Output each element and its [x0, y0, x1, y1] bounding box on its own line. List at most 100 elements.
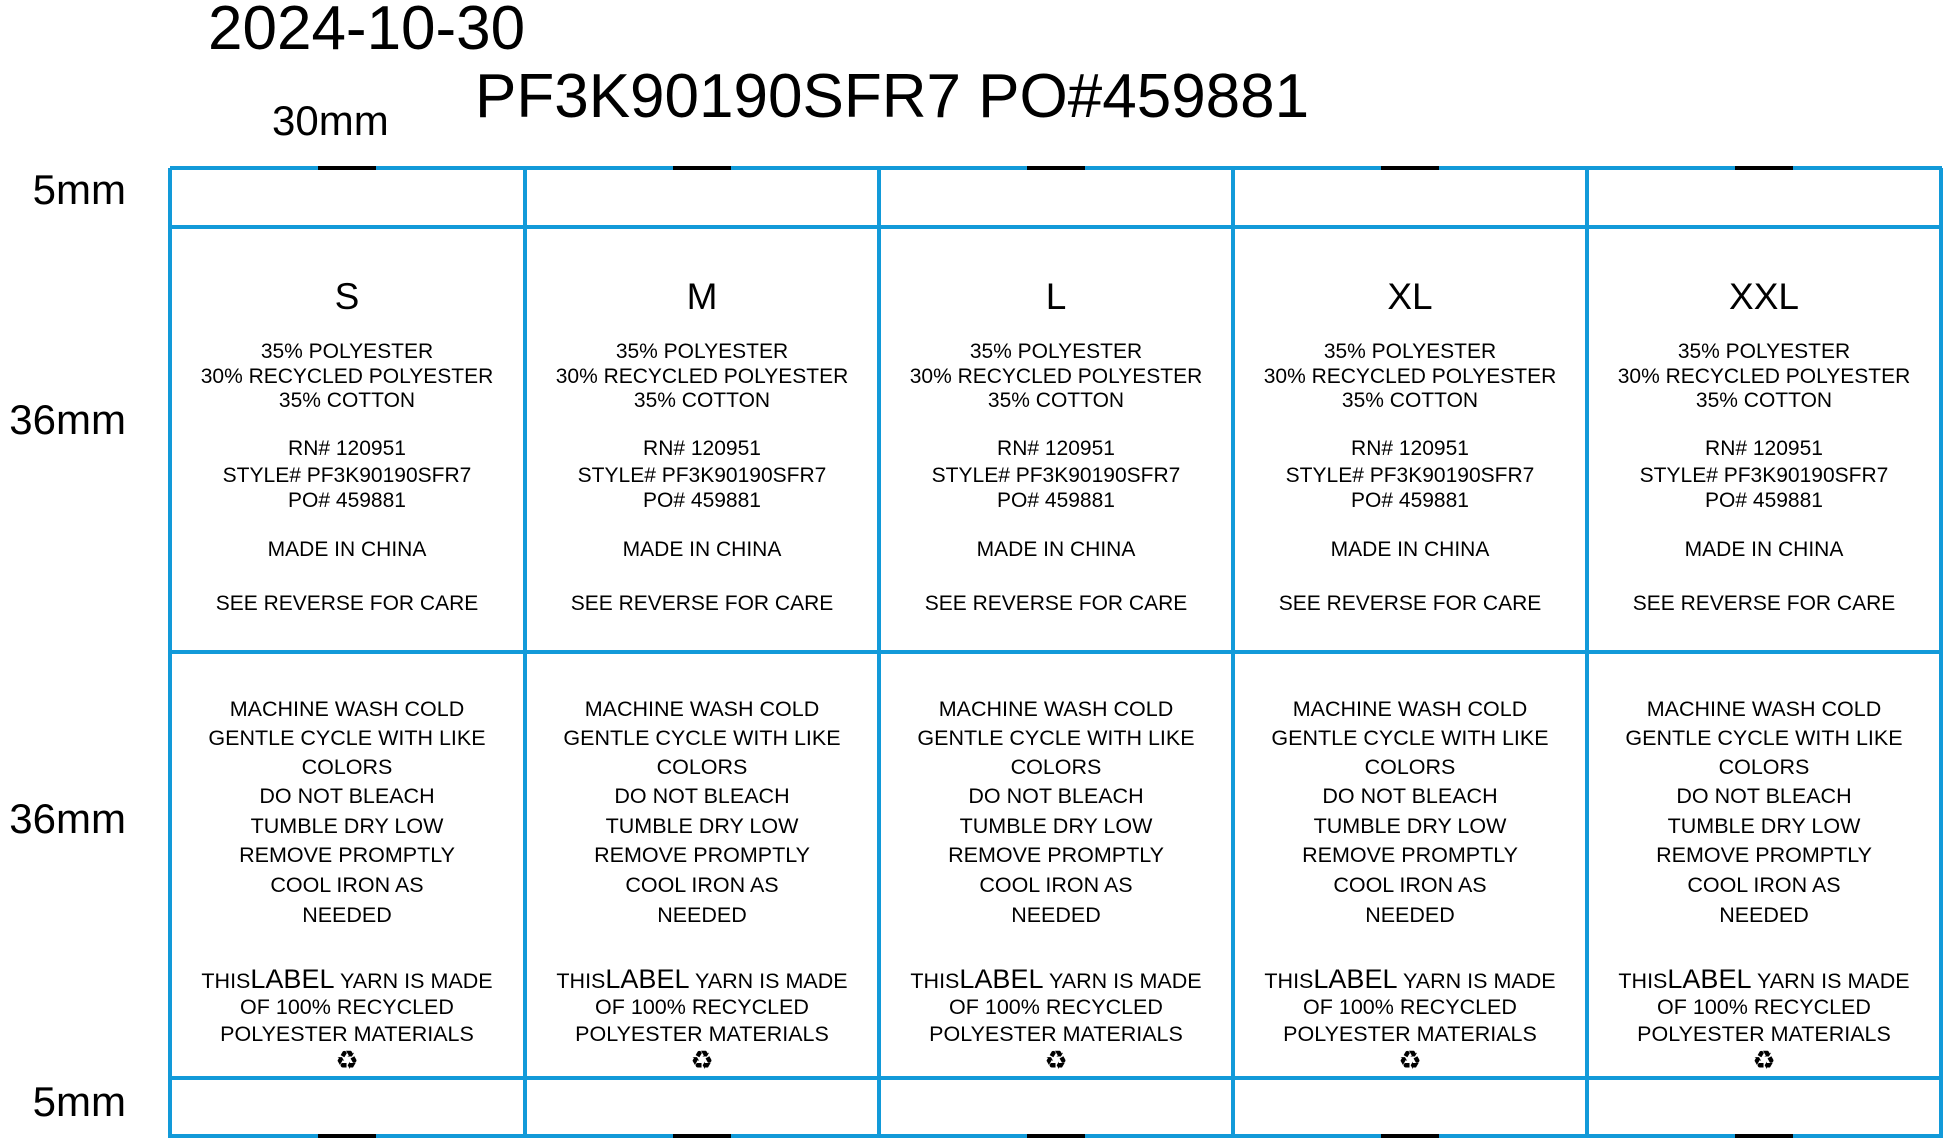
cut-mark-bottom: [318, 1134, 376, 1138]
care-line: TUMBLE DRY LOW: [250, 814, 444, 838]
rn-number: RN# 120951: [997, 437, 1115, 460]
care-line: DO NOT BLEACH: [1322, 784, 1498, 808]
po-number: PO# 459881: [288, 489, 406, 512]
size-label-s: S 35% POLYESTER 30% RECYCLED POLYESTER 3…: [170, 166, 524, 1138]
size: M: [686, 276, 718, 317]
care-line: GENTLE CYCLE WITH LIKE: [1271, 726, 1549, 750]
eco-statement-line: THISLABEL YARN IS MADE: [879, 965, 1233, 995]
style-number: STYLE# PF3K90190SFR7: [222, 464, 472, 487]
style-number: STYLE# PF3K90190SFR7: [931, 464, 1181, 487]
side-label-top: 5mm: [32, 166, 126, 213]
fold-line-middle: [170, 650, 1942, 654]
composition-line: 30% RECYCLED POLYESTER: [909, 365, 1203, 388]
composition-line: 35% POLYESTER: [969, 340, 1143, 363]
composition-line: 35% COTTON: [1695, 389, 1833, 412]
eco-label-word: LABEL: [959, 964, 1044, 994]
po-number: PO# 459881: [997, 489, 1115, 512]
see-reverse-note: SEE REVERSE FOR CARE: [1278, 592, 1542, 615]
care-line: COLORS: [1718, 755, 1810, 779]
eco-rest: YARN IS MADE: [689, 969, 848, 993]
cut-mark-bottom: [673, 1134, 731, 1138]
column-divider: [1939, 168, 1943, 1138]
composition-line: 30% RECYCLED POLYESTER: [1617, 365, 1911, 388]
style-po-code: PF3K90190SFR7 PO#459881: [475, 62, 1310, 131]
care-line: MACHINE WASH COLD: [1292, 697, 1528, 721]
cut-mark-bottom: [1381, 1134, 1439, 1138]
care-line: TUMBLE DRY LOW: [959, 814, 1153, 838]
column-divider: [1231, 168, 1235, 1138]
composition-line: 35% POLYESTER: [1323, 340, 1497, 363]
composition-line: 35% POLYESTER: [260, 340, 434, 363]
eco-statement-line: THISLABEL YARN IS MADE: [525, 965, 879, 995]
care-line: REMOVE PROMPTLY: [948, 843, 1164, 867]
care-line: TUMBLE DRY LOW: [1667, 814, 1861, 838]
care-line: NEEDED: [1719, 903, 1809, 927]
eco-statement-line: THISLABEL YARN IS MADE: [1233, 965, 1587, 995]
rn-number: RN# 120951: [288, 437, 406, 460]
style-number: STYLE# PF3K90190SFR7: [1285, 464, 1535, 487]
composition-line: 30% RECYCLED POLYESTER: [200, 365, 494, 388]
eco-statement-line: POLYESTER MATERIALS: [1637, 1022, 1891, 1046]
eco-statement-line: POLYESTER MATERIALS: [220, 1022, 474, 1046]
cut-mark-top: [1735, 166, 1793, 170]
care-line: REMOVE PROMPTLY: [239, 843, 455, 867]
rn-number: RN# 120951: [1351, 437, 1469, 460]
size: S: [334, 276, 360, 317]
eco-this: THIS: [1264, 969, 1314, 993]
care-line: GENTLE CYCLE WITH LIKE: [563, 726, 841, 750]
size: XXL: [1729, 276, 1799, 317]
eco-statement-line: THISLABEL YARN IS MADE: [1587, 965, 1941, 995]
size-label-xxl: XXL 35% POLYESTER 30% RECYCLED POLYESTER…: [1587, 166, 1941, 1138]
recycle-icon: ♻: [1752, 1045, 1776, 1075]
care-line: COOL IRON AS: [1687, 873, 1841, 897]
cut-mark-bottom: [1027, 1134, 1085, 1138]
eco-label-word: LABEL: [605, 964, 690, 994]
column-divider: [168, 168, 172, 1138]
size-label-m: M 35% POLYESTER 30% RECYCLED POLYESTER 3…: [525, 166, 879, 1138]
eco-statement-line: POLYESTER MATERIALS: [1283, 1022, 1537, 1046]
country-of-origin: MADE IN CHINA: [976, 538, 1136, 561]
care-line: MACHINE WASH COLD: [1646, 697, 1882, 721]
composition-line: 35% COTTON: [278, 389, 416, 412]
eco-rest: YARN IS MADE: [334, 969, 493, 993]
composition-line: 30% RECYCLED POLYESTER: [1263, 365, 1557, 388]
eco-label-word: LABEL: [1313, 964, 1398, 994]
column-divider: [1585, 168, 1589, 1138]
po-number: PO# 459881: [643, 489, 761, 512]
eco-this: THIS: [556, 969, 606, 993]
care-line: NEEDED: [302, 903, 392, 927]
eco-statement-line: OF 100% RECYCLED: [240, 995, 454, 1019]
eco-this: THIS: [1618, 969, 1668, 993]
see-reverse-note: SEE REVERSE FOR CARE: [924, 592, 1188, 615]
care-line: GENTLE CYCLE WITH LIKE: [208, 726, 486, 750]
eco-statement-line: POLYESTER MATERIALS: [575, 1022, 829, 1046]
country-of-origin: MADE IN CHINA: [1684, 538, 1844, 561]
column-divider: [877, 168, 881, 1138]
side-label-bottom: 5mm: [32, 1078, 126, 1125]
composition-line: 35% POLYESTER: [1677, 340, 1851, 363]
care-line: NEEDED: [1365, 903, 1455, 927]
column-divider: [523, 168, 527, 1138]
care-line: COLORS: [1010, 755, 1102, 779]
eco-rest: YARN IS MADE: [1751, 969, 1910, 993]
style-number: STYLE# PF3K90190SFR7: [577, 464, 827, 487]
care-line: REMOVE PROMPTLY: [594, 843, 810, 867]
care-line: DO NOT BLEACH: [1676, 784, 1852, 808]
care-line: DO NOT BLEACH: [614, 784, 790, 808]
care-line: REMOVE PROMPTLY: [1302, 843, 1518, 867]
care-line: DO NOT BLEACH: [259, 784, 435, 808]
country-of-origin: MADE IN CHINA: [1330, 538, 1490, 561]
eco-statement-line: OF 100% RECYCLED: [1303, 995, 1517, 1019]
care-line: COOL IRON AS: [270, 873, 424, 897]
eco-this: THIS: [201, 969, 251, 993]
care-line: COOL IRON AS: [1333, 873, 1487, 897]
recycle-icon: ♻: [690, 1045, 714, 1075]
recycle-icon: ♻: [335, 1045, 359, 1075]
care-line: GENTLE CYCLE WITH LIKE: [1625, 726, 1903, 750]
cut-mark-top: [673, 166, 731, 170]
composition-line: 35% POLYESTER: [615, 340, 789, 363]
care-line: TUMBLE DRY LOW: [1313, 814, 1507, 838]
country-of-origin: MADE IN CHINA: [622, 538, 782, 561]
rn-number: RN# 120951: [643, 437, 761, 460]
eco-this: THIS: [910, 969, 960, 993]
